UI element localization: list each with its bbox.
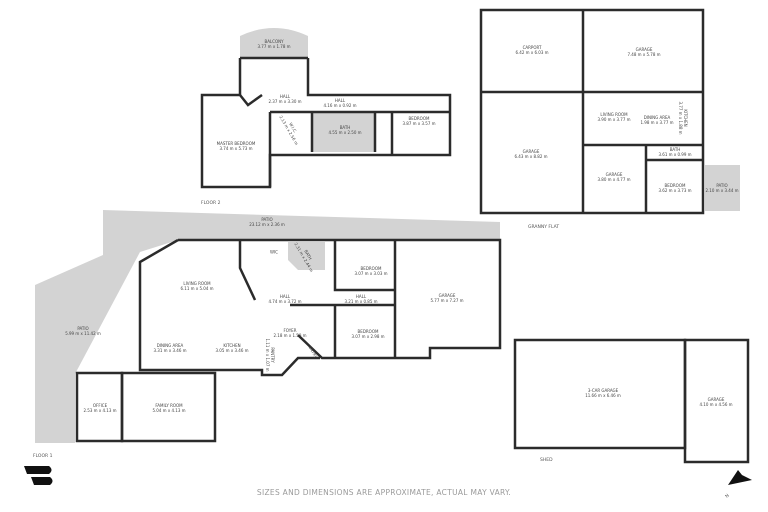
granny-flat-caption: GRANNY FLAT xyxy=(528,225,560,230)
floor2-walls xyxy=(200,56,452,189)
north-arrow-icon xyxy=(728,470,752,485)
floor1-walls xyxy=(75,238,502,443)
granny-patio-area xyxy=(705,165,740,211)
shed-walls xyxy=(513,338,750,464)
room-label-wic: WIC xyxy=(270,249,278,255)
floor1-caption: FLOOR 1 xyxy=(33,454,53,459)
brand-logo-icon xyxy=(24,466,53,485)
disclaimer: SIZES AND DIMENSIONS ARE APPROXIMATE, AC… xyxy=(256,488,512,497)
floor2-caption: FLOOR 2 xyxy=(201,201,221,206)
balcony-area xyxy=(240,28,308,58)
shed-caption: SHED xyxy=(540,458,553,463)
floor1-bath-area xyxy=(288,242,325,270)
granny-flat-walls xyxy=(479,8,705,215)
floor2-bath-area xyxy=(312,112,375,152)
floor1-patio-area xyxy=(35,210,500,443)
